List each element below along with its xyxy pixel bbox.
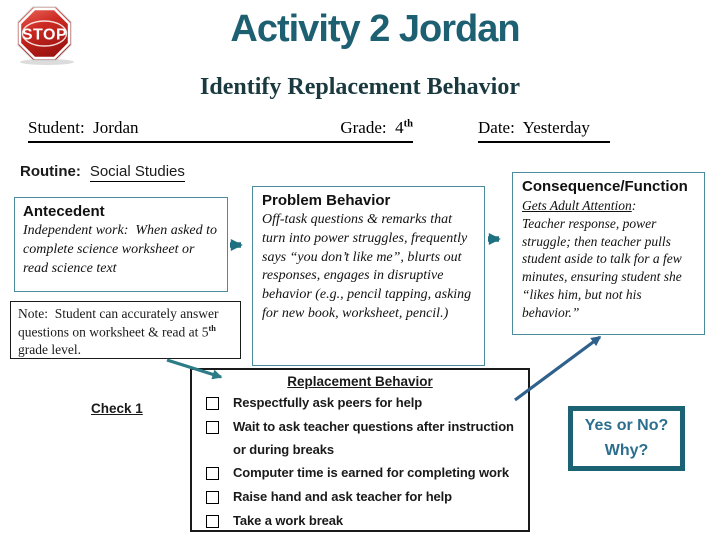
stop-octagon-border: [18, 7, 71, 60]
replacement-item-label: Respectfully ask peers for help: [233, 395, 423, 410]
antecedent-title: Antecedent: [23, 203, 105, 220]
check-1-label: Check 1: [91, 401, 143, 416]
checkbox-icon[interactable]: [206, 467, 219, 481]
decision-box: Yes or No? Why?: [568, 406, 685, 471]
replacement-behavior-title: Replacement Behavior: [287, 374, 433, 389]
yes-or-no-text: Yes or No?: [584, 417, 669, 434]
why-text: Why?: [604, 442, 649, 459]
replacement-item-label: Raise hand and ask teacher for help: [233, 489, 453, 504]
problem-behavior-title: Problem Behavior: [262, 192, 391, 209]
date-field: Date: Yesterday: [478, 118, 610, 143]
checkbox-icon[interactable]: [206, 420, 219, 434]
checkbox-icon[interactable]: [206, 397, 219, 410]
note-box: Note: Student can accurately answer ques…: [10, 301, 241, 359]
student-field: Student: Jordan: [28, 118, 139, 137]
checkbox-icon[interactable]: [206, 491, 219, 504]
replacement-item-label: Computer time is earned for completing w…: [233, 465, 509, 481]
stop-gloss-ring: [21, 20, 68, 47]
problem-behavior-box: Problem Behavior Off-task questions & re…: [252, 186, 485, 366]
list-item: Take a work break: [200, 510, 520, 533]
page-title: Activity 2 Jordan: [230, 8, 520, 50]
consequence-box: Consequence/Function Gets Adult Attentio…: [512, 172, 705, 335]
consequence-function-label: Gets Adult Attention: [522, 198, 632, 213]
checkbox-icon[interactable]: [206, 514, 219, 528]
note-text-end: grade level.: [18, 342, 81, 358]
problem-behavior-body: Off-task questions & remarks that turn i…: [262, 212, 472, 321]
note-ordinal-suffix: th: [208, 323, 216, 333]
stop-octagon-outer: [17, 6, 72, 61]
routine-line: Routine: Social Studies: [20, 163, 185, 182]
list-item: Respectfully ask peers for help: [200, 392, 520, 415]
consequence-title: Consequence/Function: [522, 178, 688, 195]
routine-value: Social Studies: [89, 163, 185, 182]
replacement-behavior-box: Replacement Behavior Respectfully ask pe…: [190, 368, 530, 532]
student-info-line: Student: Jordan Grade: 4th Date: Yesterd…: [28, 118, 610, 143]
consequence-body: Gets Adult Attention: Teacher response, …: [522, 197, 695, 322]
list-item: Wait to ask teacher questions after inst…: [200, 416, 520, 462]
routine-label: Routine:: [20, 163, 81, 180]
stop-label: STOP: [22, 27, 67, 44]
grade-field: Grade: 4th: [340, 118, 413, 138]
grade-ordinal-suffix: th: [403, 118, 413, 130]
list-item: Raise hand and ask teacher for help: [200, 486, 520, 509]
consequence-description: Teacher response, power struggle; then t…: [522, 215, 682, 320]
replacement-item-label: Wait to ask teacher questions after inst…: [233, 418, 514, 457]
stop-sign-icon: STOP: [17, 6, 74, 65]
consequence-function-colon: :: [631, 198, 637, 213]
grade-label: Grade: 4: [340, 118, 404, 137]
list-item: Computer time is earned for completing w…: [200, 462, 520, 485]
antecedent-body: Independent work: When asked to complete…: [23, 223, 217, 276]
antecedent-box: Antecedent Independent work: When asked …: [14, 197, 228, 292]
page-subtitle: Identify Replacement Behavior: [200, 74, 520, 100]
note-text: Note: Student can accurately answer ques…: [18, 306, 219, 340]
student-grade-underline: Student: Jordan Grade: 4th: [28, 118, 413, 143]
replacement-item-label: Take a work break: [233, 512, 344, 528]
